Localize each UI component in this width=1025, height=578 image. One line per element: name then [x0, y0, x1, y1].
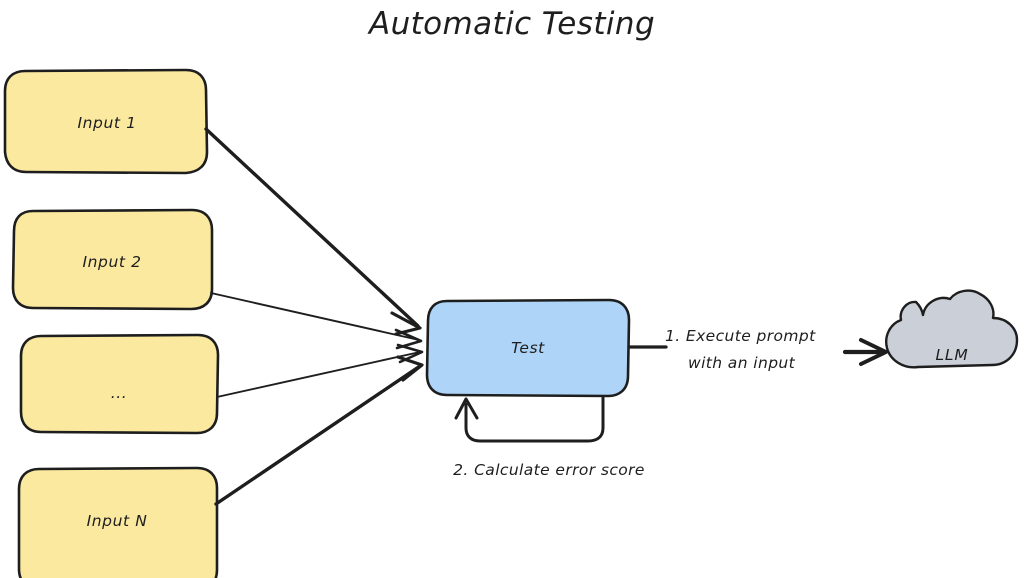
edge-test-self-loop-label: 2. Calculate error score	[453, 461, 645, 479]
page-title: Automatic Testing	[367, 6, 655, 42]
edge-test-to-llm-label-line2: with an input	[688, 354, 796, 372]
edge-input2-to-test	[210, 292, 423, 350]
input-node-4-label: Input N	[87, 512, 148, 530]
input-node-2-label: Input 2	[82, 253, 141, 271]
edge-test-to-llm: 1. Execute prompt with an input	[627, 327, 888, 372]
input-node-1[interactable]: Input 1	[3, 68, 209, 175]
llm-node-label: LLM	[935, 346, 968, 364]
edge-input3-to-test	[216, 343, 424, 398]
edge-test-to-llm-label-line1: 1. Execute prompt	[665, 327, 816, 345]
edge-test-self-loop: 2. Calculate error score	[453, 396, 645, 479]
test-node[interactable]: Test	[425, 298, 631, 398]
edge-inputN-to-test	[214, 355, 424, 506]
llm-node[interactable]: LLM	[885, 289, 1019, 369]
edge-input1-to-test	[204, 127, 422, 336]
input-node-1-label: Input 1	[77, 114, 136, 132]
input-node-4[interactable]: Input N	[17, 466, 219, 578]
test-node-label: Test	[511, 339, 545, 357]
input-node-2[interactable]: Input 2	[11, 208, 214, 311]
input-node-3[interactable]: ...	[19, 333, 220, 435]
input-node-3-label: ...	[111, 384, 128, 402]
